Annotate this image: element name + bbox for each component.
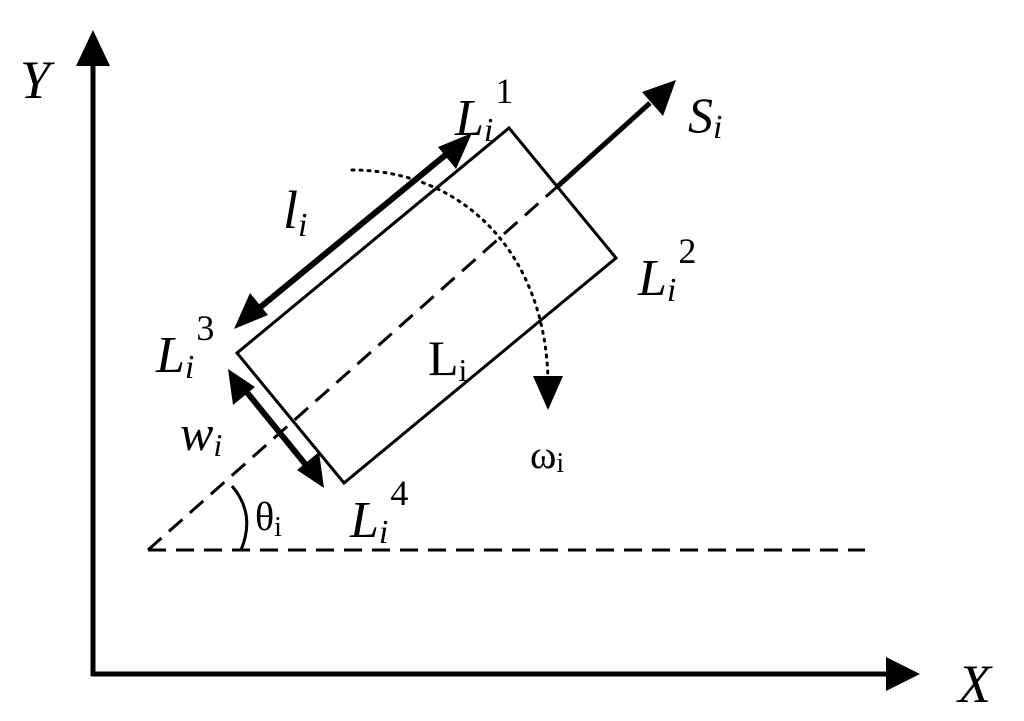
y-axis-label: Y bbox=[20, 50, 55, 110]
x-axis-arrowhead bbox=[886, 657, 920, 691]
corner-label-2-sub: i bbox=[667, 272, 676, 309]
corner-label-3-sup: 3 bbox=[196, 308, 214, 348]
s-vector-label: Si bbox=[688, 87, 722, 146]
corner-label-3-base: L bbox=[155, 327, 185, 384]
body-label-sub: i bbox=[459, 352, 468, 388]
corner-label-4-base: L bbox=[349, 492, 379, 549]
corner-label-1-sub: i bbox=[484, 112, 493, 149]
corner-label-4: Li4 bbox=[349, 473, 408, 551]
corner-label-1-sup: 1 bbox=[495, 71, 513, 111]
rotation-arrowhead bbox=[533, 376, 563, 410]
x-axis-label: X bbox=[956, 654, 993, 714]
corner-label-3: Li3 bbox=[155, 308, 214, 386]
centerline-dashed bbox=[147, 184, 559, 552]
width-label-sub: i bbox=[213, 427, 222, 463]
corner-label-4-sub: i bbox=[379, 514, 388, 551]
width-arrowhead-top bbox=[228, 369, 255, 405]
length-dimension-line bbox=[250, 145, 456, 317]
width-arrowhead-bottom bbox=[297, 452, 324, 488]
width-label: wi bbox=[180, 405, 222, 463]
corner-label-1-base: L bbox=[454, 90, 484, 147]
body-label-base: L bbox=[428, 330, 459, 386]
s-vector-label-base: S bbox=[688, 87, 713, 143]
rotation-label: ωi bbox=[530, 432, 564, 479]
corner-label-2: Li2 bbox=[637, 231, 696, 309]
rotation-label-base: ω bbox=[530, 432, 556, 477]
width-dimension-line bbox=[238, 383, 313, 472]
s-vector bbox=[556, 101, 652, 188]
length-label: li bbox=[283, 180, 307, 244]
corner-label-4-sup: 4 bbox=[390, 473, 408, 513]
body-rectangle bbox=[234, 125, 619, 486]
corner-label-3-sub: i bbox=[185, 349, 194, 386]
y-axis-arrowhead bbox=[76, 30, 110, 66]
body-label: Li bbox=[428, 330, 468, 388]
corner-label-1: Li1 bbox=[454, 71, 513, 149]
s-vector-label-sub: i bbox=[713, 109, 722, 146]
rotation-label-sub: i bbox=[556, 448, 564, 479]
length-label-base: l bbox=[283, 180, 298, 240]
length-arrowhead-top bbox=[438, 133, 472, 169]
rotation-arc bbox=[350, 168, 550, 382]
length-arrowhead-bottom bbox=[234, 293, 268, 329]
width-label-base: w bbox=[180, 405, 213, 461]
corner-label-2-sup: 2 bbox=[678, 231, 696, 271]
corner-label-2-base: L bbox=[637, 250, 667, 307]
angle-label-base: θ bbox=[255, 494, 274, 539]
s-vector-arrowhead bbox=[642, 80, 676, 116]
length-label-sub: i bbox=[298, 207, 307, 244]
angle-arc bbox=[230, 485, 249, 551]
angle-label: θi bbox=[255, 494, 282, 543]
angle-label-sub: i bbox=[274, 512, 282, 543]
